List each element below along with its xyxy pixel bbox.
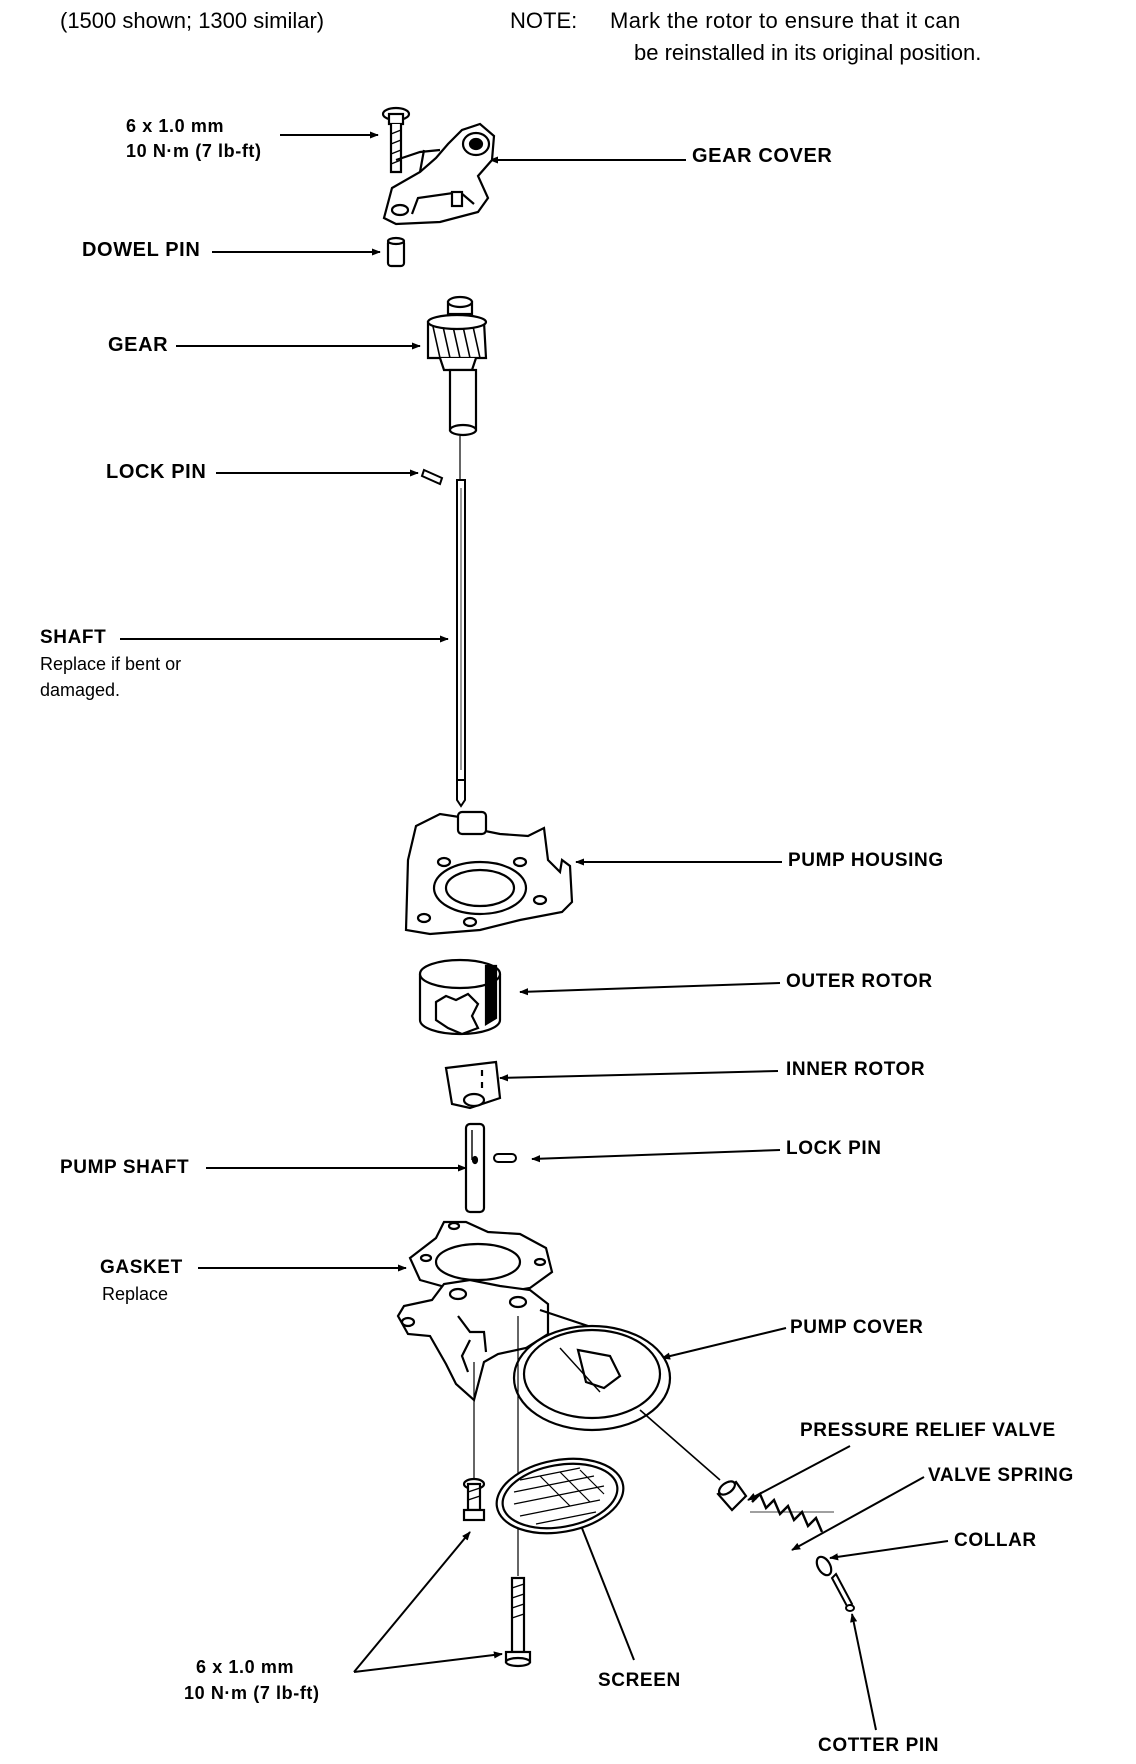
gear-part [426,295,488,480]
shaft-note-line-1: Replace if bent or [40,654,182,674]
outer-rotor-label: OUTER ROTOR [786,971,933,992]
arrow-valve-spring [791,1476,925,1551]
arrow-lock-pin-bottom [531,1149,781,1163]
bottom-bolt-long [504,1316,532,1668]
pump-shaft-label: PUMP SHAFT [60,1157,190,1178]
bottom-bolt-size-label: 6 x 1.0 mm [196,1657,295,1677]
gear-cover-part [382,122,496,226]
gasket-label: GASKET [100,1257,183,1278]
gear-cover-label: GEAR COVER [692,145,833,167]
shaft-note-line-2: damaged. [40,680,121,700]
shaft-part [456,479,466,808]
lock-pin-bottom-part [493,1153,517,1163]
diagram-caption: (1500 shown; 1300 similar) [60,8,325,33]
pressure-relief-valve-label: PRESSURE RELIEF VALVE [800,1420,1056,1441]
lock-pin-top-part [420,468,444,486]
arrow-collar [829,1540,949,1561]
bottom-bolt-short [462,1362,486,1522]
inner-rotor-part [444,1060,502,1110]
gasket-part [408,1220,554,1296]
arrow-cotter-pin [850,1613,877,1731]
leader-arrows [120,131,949,1731]
arrow-outer-rotor [519,982,781,996]
arrow-bottom-bolt-left [353,1531,471,1673]
arrow-bottom-bolt-right [353,1651,503,1673]
screen-label: SCREEN [598,1670,681,1691]
note-line-1: Mark the rotor to ensure that it can [610,8,961,33]
cotter-pin-part [830,1572,855,1612]
valve-spring-part [750,1491,834,1533]
lock-pin-top-label: LOCK PIN [106,461,207,483]
arrow-pump-cover [661,1327,787,1360]
arrow-inner-rotor [499,1070,779,1082]
dowel-pin-label: DOWEL PIN [82,239,201,261]
collar-part [815,1555,833,1577]
gasket-note: Replace [102,1284,169,1304]
pump-cover-part [396,1278,672,1432]
note-label: NOTE: [510,8,578,33]
collar-label: COLLAR [954,1530,1037,1551]
pump-cover-label: PUMP COVER [790,1317,924,1338]
note-line-2: be reinstalled in its original position. [634,40,982,65]
pump-housing-part [404,810,574,936]
shaft-label: SHAFT [40,627,107,648]
top-bolt-torque-label: 10 N·m (7 lb-ft) [126,141,262,161]
bottom-bolt-torque-label: 10 N·m (7 lb-ft) [184,1683,320,1703]
dowel-pin-part [386,236,406,268]
gear-label: GEAR [108,334,169,356]
outer-rotor-part [418,958,502,1036]
pump-shaft-part [464,1122,486,1214]
lock-pin-bottom-label: LOCK PIN [786,1138,882,1159]
screen-part [495,1457,625,1535]
pump-housing-label: PUMP HOUSING [788,850,944,871]
pressure-relief-valve-part [716,1480,748,1512]
valve-spring-label: VALVE SPRING [928,1465,1074,1486]
top-bolt-size-label: 6 x 1.0 mm [126,116,225,136]
arrow-screen [577,1517,635,1661]
arrow-pressure-relief-valve [747,1445,851,1501]
inner-rotor-label: INNER ROTOR [786,1059,926,1080]
cotter-pin-label: COTTER PIN [818,1735,940,1756]
top-bolt [381,106,411,174]
valve-centerline [639,1409,721,1481]
